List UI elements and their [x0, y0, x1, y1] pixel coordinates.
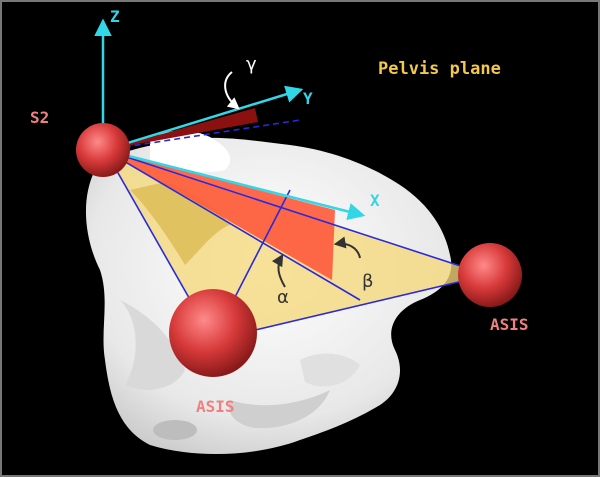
y-axis-label: Y [303, 89, 313, 108]
gamma-arrow [225, 72, 238, 108]
z-axis-label: Z [110, 7, 120, 26]
beta-label: β [362, 271, 374, 292]
asis-right-label: ASIS [490, 315, 529, 334]
asis-left-label: ASIS [196, 397, 235, 416]
s2-label: S2 [30, 108, 49, 127]
asis-left-sphere [169, 289, 257, 377]
figure-title: Pelvis plane [378, 59, 501, 79]
asis-right-sphere [458, 243, 522, 307]
gamma-label: γ [246, 54, 257, 75]
s2-sphere [76, 123, 130, 177]
alpha-label: α [277, 287, 289, 308]
x-axis-label: X [370, 191, 380, 210]
